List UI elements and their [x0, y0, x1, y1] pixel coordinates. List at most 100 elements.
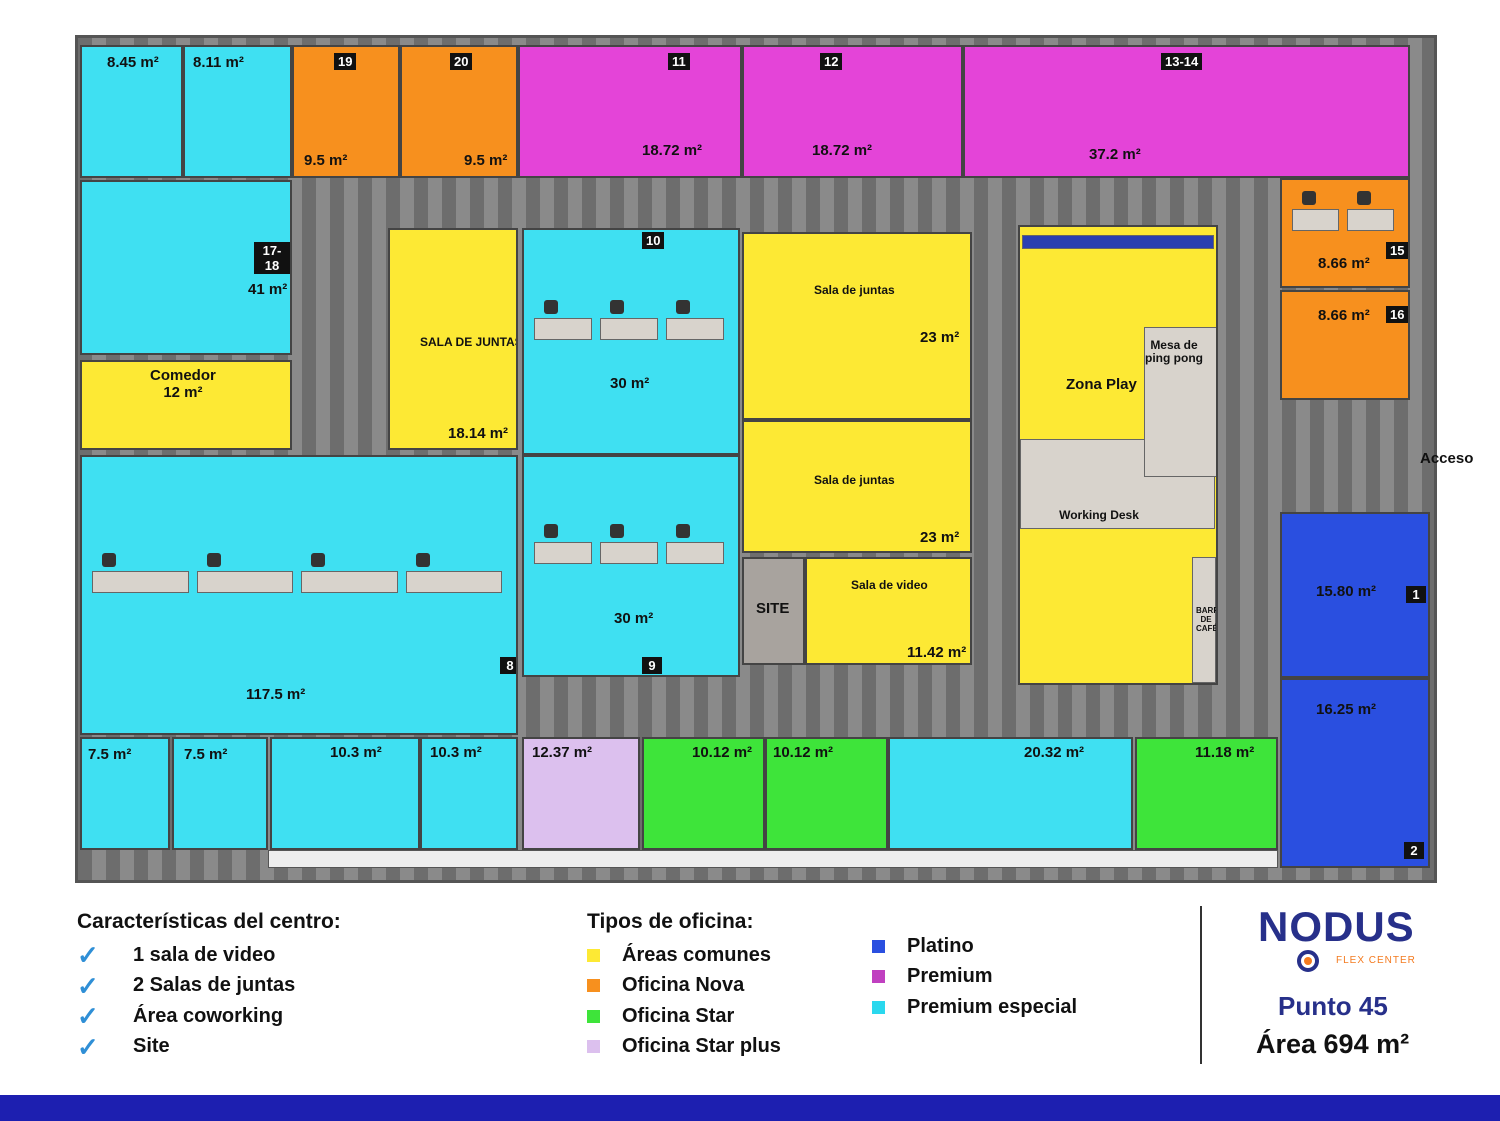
office-type-item: Áreas comunes: [587, 940, 781, 971]
room[interactable]: SITE: [742, 557, 805, 665]
room[interactable]: 9.5 m² 20: [400, 45, 518, 178]
chair: [676, 299, 690, 314]
features-legend: Características del centro: ✓1 sala de v…: [77, 910, 341, 1062]
room-label: 41 m²: [248, 281, 287, 299]
room[interactable]: 12.37 m²7: [522, 737, 640, 850]
room[interactable]: Sala de video 11.42 m²: [805, 557, 972, 665]
office-type-label: Oficina Nova: [622, 974, 745, 997]
office-type-label: Oficina Star: [622, 1004, 735, 1027]
room-label: Zona Play: [1066, 376, 1137, 394]
access-label: Acceso: [1420, 450, 1474, 467]
feature-item: ✓1 sala de video: [77, 940, 341, 971]
room-label: 10.3 m²: [430, 744, 482, 762]
office-number-badge: 13-14: [1161, 53, 1203, 70]
room[interactable]: 7.5 m²: [80, 737, 170, 850]
chair: [206, 553, 221, 567]
room-area: 12 m²: [163, 383, 203, 401]
room-name: Sala de video: [851, 578, 928, 592]
desk: [92, 571, 189, 593]
room-area: 30 m²: [614, 610, 654, 627]
room-area: 8.66 m²: [1318, 255, 1370, 272]
room-area: 8.66 m²: [1318, 307, 1370, 324]
room[interactable]: 10.12 m²5: [765, 737, 888, 850]
room-label: 8.11 m²: [193, 54, 244, 72]
room-area: 10.3 m²: [330, 744, 382, 761]
room[interactable]: 10.12 m²6: [642, 737, 765, 850]
chair: [311, 553, 325, 567]
office-type-item: Oficina Nova: [587, 971, 781, 1002]
room-area: 37.2 m²: [1089, 146, 1141, 163]
office-number-badge: 20: [450, 53, 473, 70]
chair: [544, 524, 558, 538]
furniture: [1144, 327, 1216, 477]
room[interactable]: 10.3 m²: [270, 737, 420, 850]
desk: [666, 317, 724, 340]
room-label: 23 m²: [920, 329, 959, 347]
coffee-bar: [1192, 557, 1216, 683]
feature-item: ✓Site: [77, 1032, 341, 1063]
office-number-badge: 2: [1404, 842, 1424, 859]
feature-label: 1 sala de video: [133, 943, 276, 966]
room-area: 18.72 m²: [812, 142, 873, 159]
room-label: 30 m²: [614, 610, 654, 628]
room-label: 11.42 m²: [907, 644, 967, 662]
chair: [676, 524, 690, 538]
room-label: 18.14 m²: [448, 425, 509, 443]
feature-label: Área coworking: [133, 1004, 284, 1027]
room-name: SITE: [756, 600, 790, 617]
bottom-corridor-strip: [268, 850, 1278, 868]
color-swatch-icon: [587, 979, 600, 993]
room-area: 7.5 m²: [184, 746, 228, 763]
room-label: 10.12 m²: [692, 744, 752, 762]
room[interactable]: 8.11 m²: [183, 45, 292, 178]
total-area: Área 694 m²: [1256, 1029, 1410, 1059]
office-type-item: Premium: [872, 962, 1077, 993]
room[interactable]: 37.2 m² 13-14: [963, 45, 1410, 178]
feature-item: ✓2 Salas de juntas: [77, 971, 341, 1002]
nodus-logo-name: NODUS: [1258, 903, 1415, 950]
room-label: 10.3 m²: [330, 744, 382, 762]
room[interactable]: 16.25 m² 2: [1280, 678, 1430, 868]
room[interactable]: 8.66 m² 16: [1280, 290, 1410, 400]
color-swatch-icon: [587, 1009, 600, 1023]
room[interactable]: 7.5 m²: [172, 737, 268, 850]
room-area: 18.14 m²: [448, 425, 509, 442]
room[interactable]: 8.45 m²: [80, 45, 183, 178]
furniture: [1022, 235, 1214, 249]
office-number-badge: 16: [1386, 306, 1408, 323]
feature-label: Site: [133, 1035, 170, 1058]
office-number-badge: 1: [1406, 586, 1426, 603]
feature-label: 2 Salas de juntas: [133, 974, 296, 997]
room-label: 18.72 m²: [812, 142, 873, 160]
room[interactable]: 10.3 m²: [420, 737, 518, 850]
checkmark-icon: ✓: [77, 1001, 99, 1032]
divider: [1200, 906, 1202, 1064]
room[interactable]: 20.32 m²4: [888, 737, 1133, 850]
room-area: 16.25 m²: [1316, 701, 1377, 718]
room-name: SALA DE JUNTAS: [420, 335, 518, 349]
room[interactable]: SALA DE JUNTAS 18.14 m²: [388, 228, 518, 450]
office-number-badge: 8: [500, 657, 516, 674]
coffee-bar-label: BARRA DE CAFÉ: [1196, 606, 1218, 633]
room[interactable]: 11.18 m²3: [1135, 737, 1278, 850]
room-name: Sala de juntas: [814, 473, 895, 487]
room-area: 11.42 m²: [907, 644, 967, 661]
room-area: 10.12 m²: [773, 744, 834, 761]
room-area: 11.18 m²: [1195, 744, 1255, 761]
desk: [666, 542, 724, 564]
room-area: 9.5 m²: [464, 152, 508, 169]
